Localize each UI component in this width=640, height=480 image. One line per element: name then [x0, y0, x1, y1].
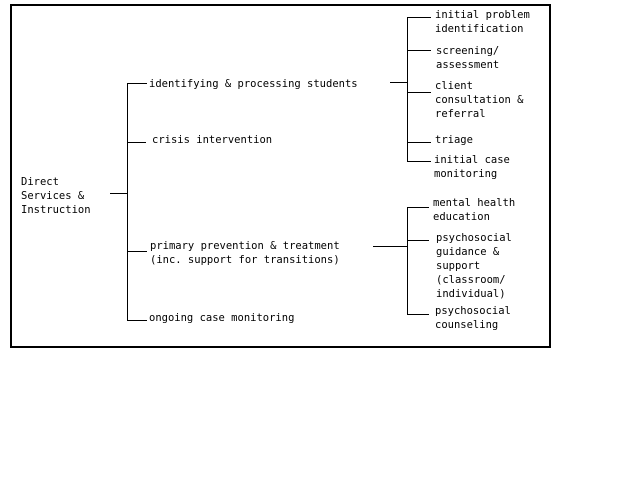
- leaf-mental-health-education: mental health education: [433, 197, 516, 223]
- connector-root-to-spine: [110, 193, 128, 194]
- leaf-psychosocial-guidance-support: psychosocial guidance & support (classro…: [436, 232, 512, 300]
- leaf-initial-problem-identification: initial problem identification: [435, 9, 530, 35]
- connector-to-leaf-client-consultation: [407, 92, 431, 93]
- connector-branch-identifying-out: [390, 82, 408, 83]
- connector-to-leaf-initial-case: [407, 161, 431, 162]
- branch-identifying-processing: identifying & processing students: [149, 78, 358, 90]
- connector-branch-primary-out: [373, 246, 408, 247]
- leaf-client-consultation-referral: client consultation & referral: [435, 80, 524, 120]
- connector-to-leaf-screening: [407, 50, 431, 51]
- connector-branch-primary-spine: [407, 207, 408, 315]
- branch-ongoing-case-monitoring: ongoing case monitoring: [149, 312, 295, 324]
- leaf-screening-assessment: screening/ assessment: [436, 45, 500, 71]
- connector-to-branch-crisis: [127, 142, 146, 143]
- connector-to-branch-ongoing: [127, 320, 147, 321]
- connector-branch-identifying-spine: [407, 17, 408, 162]
- connector-to-leaf-initial-problem: [407, 17, 431, 18]
- root-node-direct-services: Direct Services & Instruction: [21, 176, 91, 216]
- branch-crisis-intervention: crisis intervention: [152, 134, 273, 146]
- leaf-initial-case-monitoring: initial case monitoring: [434, 154, 510, 180]
- branch-primary-prevention: primary prevention & treatment (inc. sup…: [150, 240, 340, 266]
- connector-to-branch-identifying: [127, 83, 147, 84]
- leaf-psychosocial-counseling: psychosocial counseling: [435, 305, 511, 331]
- connector-to-leaf-mental-health: [407, 207, 429, 208]
- leaf-triage: triage: [435, 134, 473, 146]
- diagram-frame: [10, 4, 551, 348]
- connector-to-leaf-triage: [407, 142, 431, 143]
- connector-main-spine: [127, 83, 128, 321]
- connector-to-branch-primary: [127, 251, 147, 252]
- connector-to-leaf-psychosocial-guidance: [407, 240, 429, 241]
- connector-to-leaf-psychosocial-counseling: [407, 314, 429, 315]
